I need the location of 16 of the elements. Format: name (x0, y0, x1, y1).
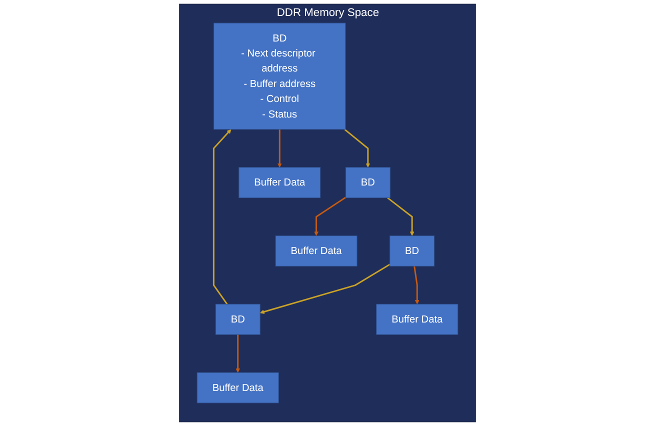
arrow (344, 128, 370, 168)
node-box: BD (345, 167, 390, 198)
node-box: BD (215, 304, 260, 335)
node-box: Buffer Data (275, 236, 358, 266)
arrow (414, 266, 420, 304)
node-box: Buffer Data (196, 372, 279, 404)
node-box: Buffer Data (376, 304, 458, 335)
arrow (387, 197, 414, 236)
arrow (277, 129, 282, 168)
node-box: BD (390, 236, 435, 266)
node-box: Buffer Data (238, 167, 321, 198)
arrow (212, 129, 232, 305)
node-box: BD - Next descriptor address - Buffer address - Control - Status (214, 22, 346, 130)
arrow (314, 196, 346, 236)
arrow (260, 264, 390, 314)
arrow (236, 334, 240, 373)
